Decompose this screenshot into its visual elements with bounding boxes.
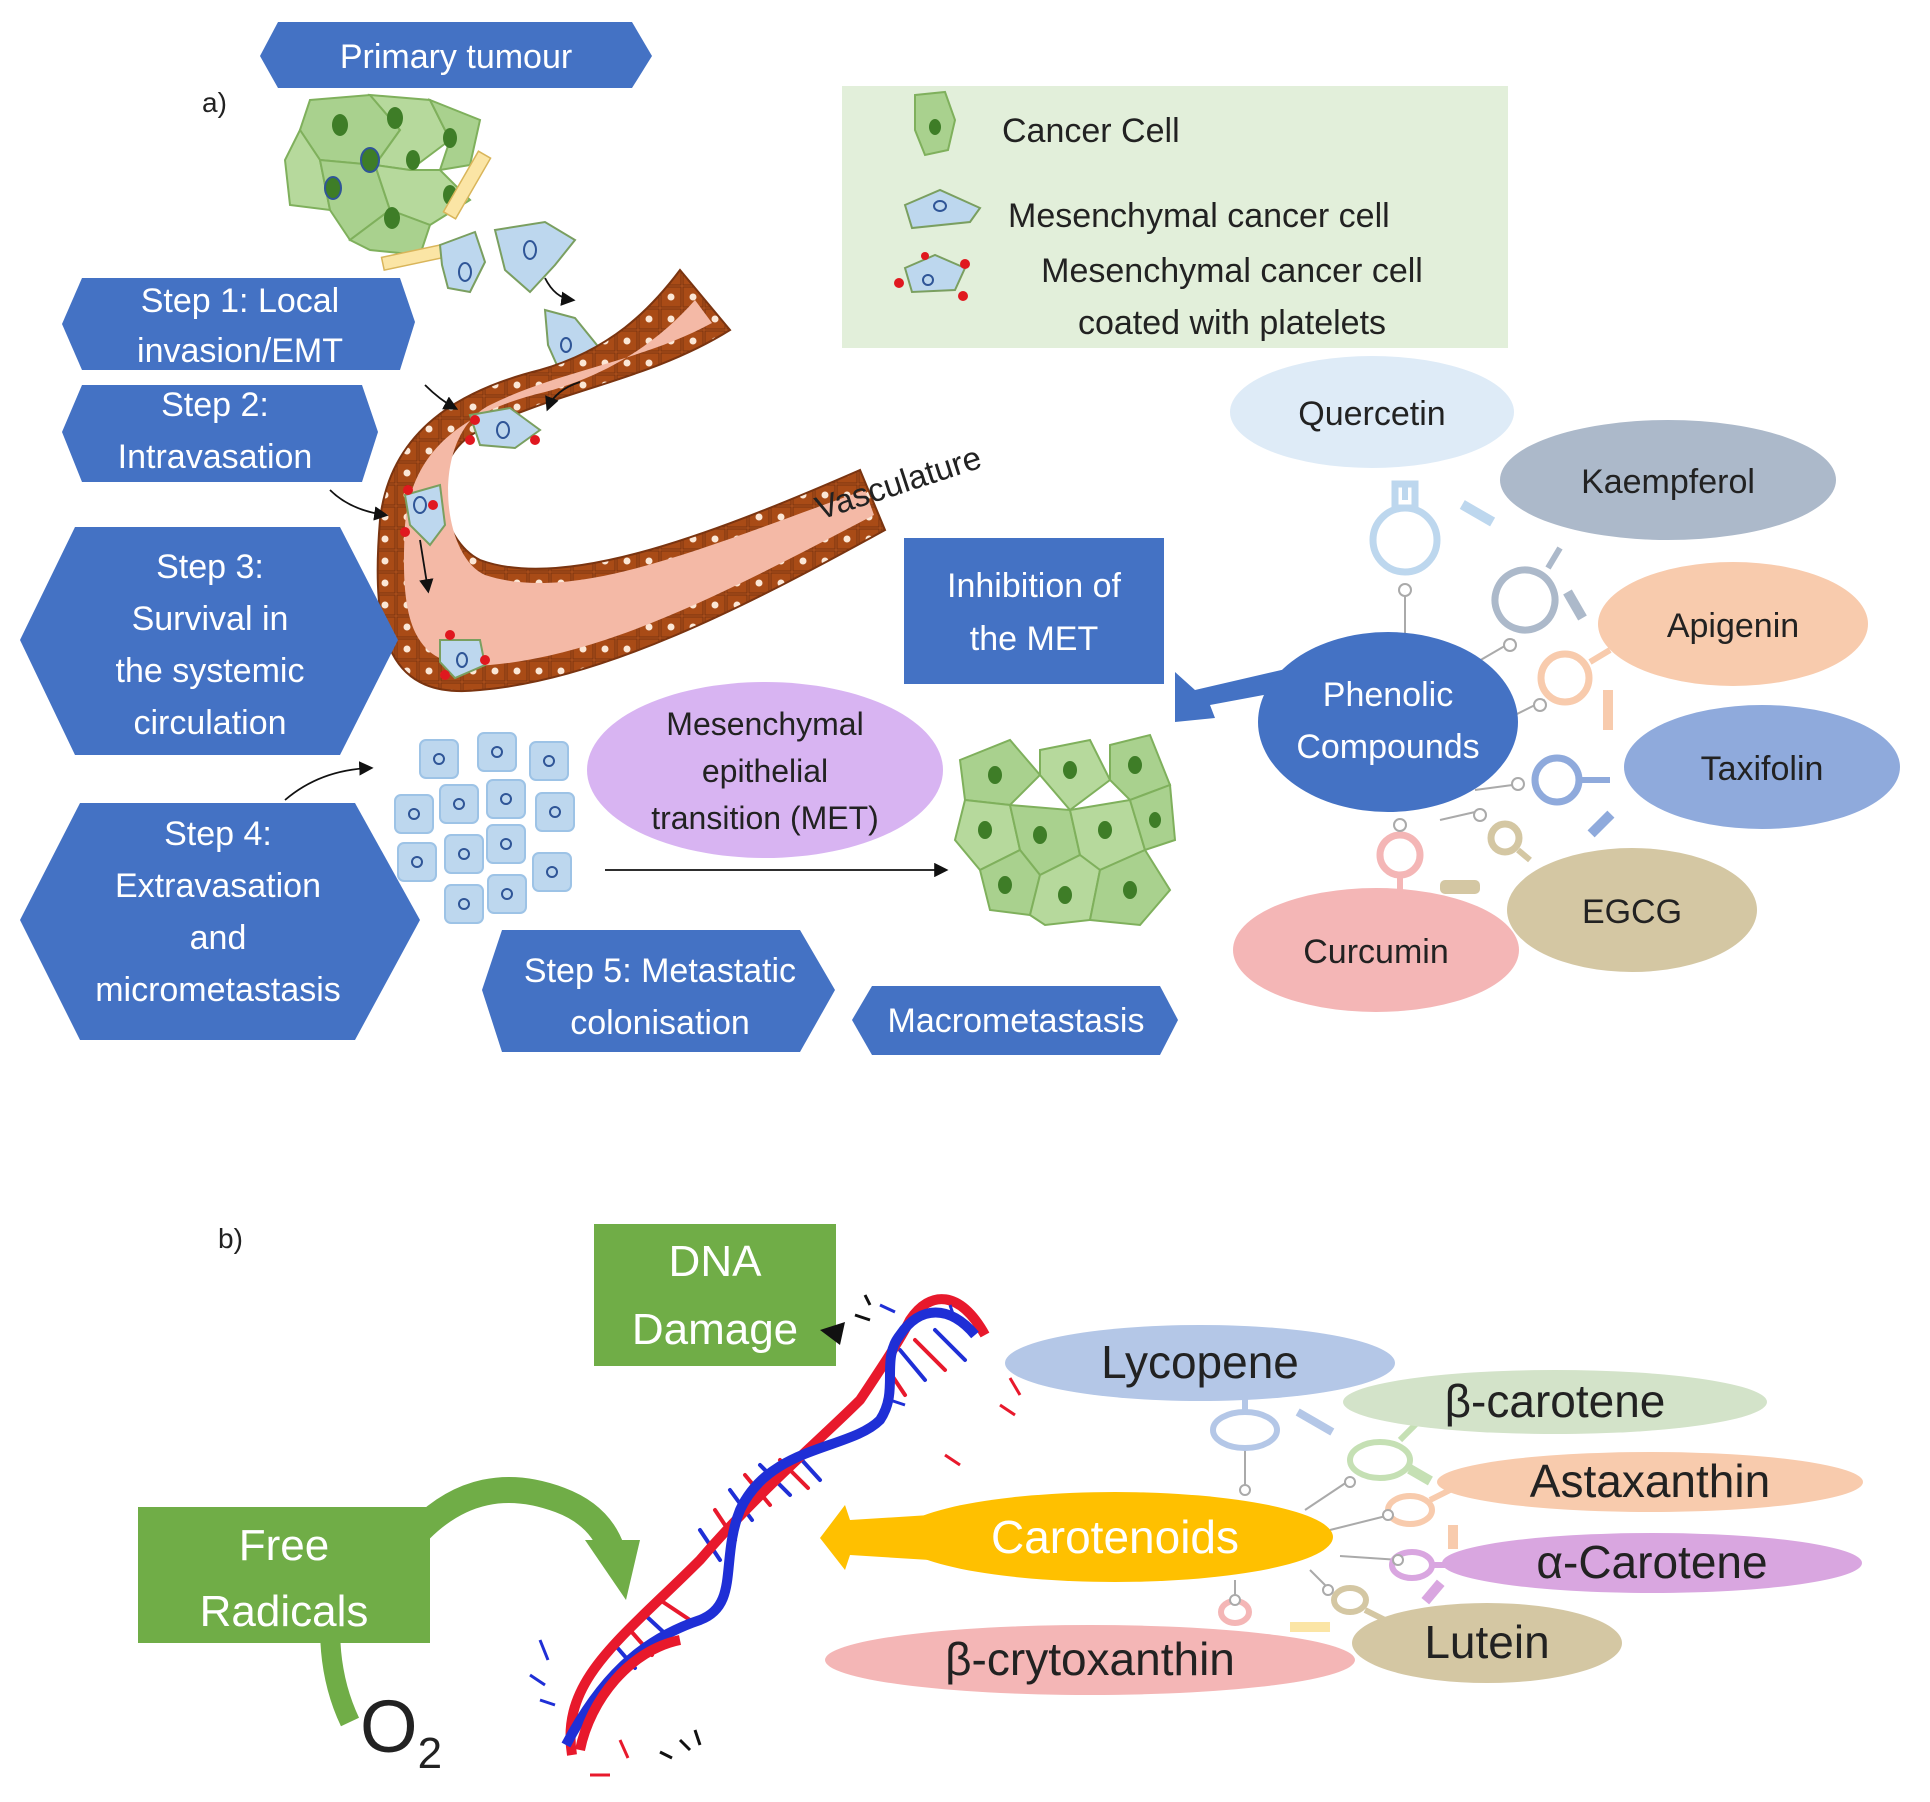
compound-kaempferol	[1500, 420, 1836, 540]
step-3-line-2: Survival in	[132, 600, 289, 638]
legend-cancer-cell: Cancer Cell	[1002, 112, 1180, 150]
inhibition-line-1: Inhibition of	[947, 567, 1121, 605]
primary-tumour-cells	[283, 93, 492, 272]
phenolic-hub-line-2: Compounds	[1296, 728, 1479, 766]
phenolic-network: Quercetin Kaempferol Apigenin Taxifolin …	[1230, 356, 1900, 1012]
step-3-line-4: circulation	[133, 704, 286, 742]
step-5-box: Step 5: Metastatic colonisation	[482, 930, 835, 1052]
step-4-line-4: micrometastasis	[95, 971, 341, 1009]
mesenchymal-cells-invading	[438, 220, 607, 374]
carotenoid-network: Lycopene β-carotene Astaxanthin α-Carote…	[825, 1325, 1863, 1695]
step-1-line-1: Step 1: Local	[141, 282, 339, 320]
dna-damage-line-1: DNA	[669, 1237, 763, 1286]
carotenoid-beta-carotene	[1343, 1370, 1767, 1434]
compound-taxifolin	[1624, 705, 1900, 829]
compound-kaempferol-label: Kaempferol	[1581, 463, 1755, 501]
legend-platelet-cell-icon	[903, 253, 967, 294]
carotenoid-hub	[897, 1492, 1333, 1582]
step-2-line-2: Intravasation	[118, 438, 313, 476]
step-5-line-1: Step 5: Metastatic	[524, 952, 796, 990]
legend-mesenchymal: Mesenchymal cancer cell	[1008, 197, 1390, 235]
dna-damage-line-2: Damage	[632, 1305, 798, 1354]
panel-b-label: b)	[218, 1223, 243, 1254]
carotenoid-lycopene-label: Lycopene	[1101, 1336, 1299, 1388]
step-2-box: Step 2: Intravasation	[62, 385, 378, 482]
compound-taxifolin-label: Taxifolin	[1701, 750, 1824, 788]
free-radicals-line-1: Free	[239, 1521, 329, 1570]
dna-helix	[529, 1294, 1022, 1777]
carotenoid-lycopene	[1005, 1325, 1395, 1401]
step-1-line-2: invasion/EMT	[137, 332, 343, 370]
inhibition-line-2: the MET	[970, 620, 1098, 658]
legend-mesenchymal-icon	[903, 188, 982, 230]
carotenoid-hub-label: Carotenoids	[991, 1511, 1239, 1563]
carotenoid-lutein	[1352, 1603, 1622, 1683]
micrometastasis-cells	[394, 732, 575, 924]
macrometastasis-label: Macrometastasis	[888, 1002, 1145, 1040]
o2-label: O2	[360, 1685, 442, 1778]
macrometastasis-cells	[953, 733, 1177, 927]
compound-apigenin-label: Apigenin	[1667, 607, 1799, 645]
panel-a-label: a)	[202, 87, 227, 118]
free-radicals-group: Free Radicals	[138, 1477, 640, 1727]
step-3-line-1: Step 3:	[156, 548, 264, 586]
primary-tumour-banner: Primary tumour	[260, 22, 652, 88]
legend-platelets-line-1: Mesenchymal cancer cell	[1041, 252, 1423, 290]
primary-tumour-label: Primary tumour	[340, 38, 572, 76]
compound-apigenin	[1598, 562, 1868, 686]
compound-curcumin-label: Curcumin	[1303, 933, 1448, 971]
carotenoid-beta-cryptoxanthin-label: β-crytoxanthin	[945, 1633, 1235, 1685]
step-2-line-1: Step 2:	[161, 386, 269, 424]
carotenoid-beta-carotene-label: β-carotene	[1445, 1375, 1666, 1427]
step-5-line-2: colonisation	[570, 1004, 750, 1042]
compound-egcg	[1507, 848, 1757, 972]
phenolic-hub	[1258, 632, 1518, 812]
step-4-line-1: Step 4:	[164, 815, 272, 853]
compound-quercetin	[1230, 356, 1514, 468]
inhibition-box: Inhibition of the MET	[904, 538, 1164, 684]
carotenoid-beta-cryptoxanthin	[825, 1625, 1355, 1695]
step-4-line-3: and	[190, 919, 247, 957]
carotenoid-lutein-label: Lutein	[1424, 1616, 1549, 1668]
legend-platelets-line-2: coated with platelets	[1078, 304, 1386, 342]
step-4-box: Step 4: Extravasation and micrometastasi…	[20, 803, 420, 1040]
carotenoid-astaxanthin	[1437, 1452, 1863, 1512]
free-radicals-arrow-shaft	[410, 1477, 625, 1555]
step-3-line-3: the systemic	[116, 652, 305, 690]
carotenoid-astaxanthin-label: Astaxanthin	[1530, 1455, 1770, 1507]
legend: Cancer Cell Mesenchymal cancer cell Mese…	[842, 86, 1508, 348]
met-bubble: Mesenchymal epithelial transition (MET)	[587, 682, 943, 858]
compound-curcumin	[1233, 888, 1519, 1012]
carotenoid-arrow	[820, 1505, 930, 1570]
free-radicals-arrowhead	[585, 1540, 640, 1600]
carotenoid-alpha-carotene	[1442, 1533, 1862, 1593]
step-4-arrow	[284, 761, 374, 801]
phenolic-arrow	[1175, 668, 1290, 722]
dna-damage-box: DNA Damage	[594, 1224, 836, 1366]
step-1-box: Step 1: Local invasion/EMT	[62, 278, 415, 370]
compound-quercetin-label: Quercetin	[1298, 395, 1445, 433]
step-4-line-2: Extravasation	[115, 867, 321, 905]
step-3-box: Step 3: Survival in the systemic circula…	[20, 527, 398, 755]
vasculature-label: Vasculature	[811, 438, 986, 526]
met-line-3: transition (MET)	[651, 800, 879, 836]
met-line-2: epithelial	[702, 753, 828, 789]
carotenoid-alpha-carotene-label: α-Carotene	[1536, 1536, 1767, 1588]
macrometastasis-box: Macrometastasis	[852, 986, 1178, 1055]
phenolic-hub-line-1: Phenolic	[1323, 676, 1453, 714]
free-radicals-line-2: Radicals	[200, 1587, 369, 1636]
compound-egcg-label: EGCG	[1582, 893, 1682, 931]
met-line-1: Mesenchymal	[666, 706, 863, 742]
